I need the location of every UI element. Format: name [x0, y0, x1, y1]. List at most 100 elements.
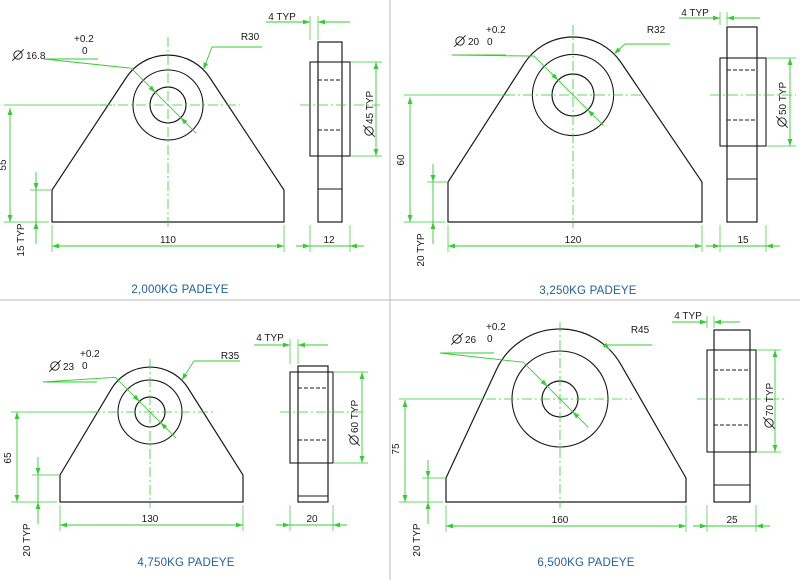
thickness-arrow-right — [350, 243, 357, 249]
padeye-caption: 2,000KG PADEYE — [131, 284, 228, 296]
hole-label-leader — [439, 352, 524, 363]
width-arrow-left — [446, 523, 453, 529]
cheek-diameter-symbol-slash — [362, 124, 376, 138]
thickness-value: 15 — [737, 235, 749, 246]
thickness-arrow-left — [303, 243, 310, 249]
hole-arrow-2 — [587, 109, 595, 117]
base-arrow-top — [430, 175, 436, 182]
cheek-diameter-symbol — [764, 418, 774, 428]
cheek-value: 4 TYP — [268, 12, 296, 23]
cheek-dia-arrow-bottom — [373, 149, 379, 156]
padeye-plate-outline — [59, 366, 244, 503]
cheek-arrow-right — [714, 319, 721, 325]
thickness-arrow-left — [283, 522, 290, 528]
base-value: 15 TYP — [16, 223, 27, 256]
padeye-plate-outline — [51, 54, 285, 223]
cheek-dia-label: 70 TYP — [762, 383, 776, 430]
padeye-plate-outline — [447, 36, 703, 223]
height-value: 55 — [0, 159, 9, 171]
thickness-arrow-right — [333, 522, 340, 528]
hole-tol-lower: 0 — [487, 37, 493, 48]
hole-tol-lower: 0 — [82, 361, 88, 372]
cheek-dia-value: 45 TYP — [365, 91, 376, 124]
base-arrow-bottom — [430, 222, 436, 229]
side-cheek-outline — [289, 371, 334, 464]
height-arrow-bottom — [7, 215, 13, 222]
hole-arrow-1 — [132, 394, 140, 402]
side-cheek-outline — [706, 349, 757, 453]
side-plate-outline — [726, 26, 758, 223]
hole-tol-upper: +0.2 — [486, 25, 506, 36]
width-arrow-right — [236, 522, 243, 528]
thickness-arrow-left — [713, 243, 720, 249]
hole-diameter-value: 26 — [465, 335, 477, 346]
side-plate-outline — [713, 329, 751, 503]
base-arrow-bottom — [33, 222, 39, 229]
width-arrow-left — [52, 243, 59, 249]
radius-arrow — [181, 372, 188, 381]
hole-tol-lower: 0 — [82, 46, 88, 57]
base-value: 20 TYP — [416, 233, 427, 266]
cheek-arrow-right — [727, 15, 734, 21]
width-value: 160 — [552, 515, 569, 526]
cheek-dia-value: 60 TYP — [350, 400, 361, 433]
height-arrow-top — [407, 97, 413, 104]
side-cheek-outline — [719, 57, 767, 147]
hole-diameter-symbol — [455, 36, 465, 46]
hole-diameter-symbol — [452, 334, 462, 344]
hole-arrow-1 — [551, 73, 559, 81]
cheek-dia-label: 45 TYP — [362, 91, 376, 138]
padeye-caption: 3,250KG PADEYE — [539, 285, 636, 297]
cheek-arrow-right — [298, 342, 305, 348]
hole-tol-lower: 0 — [487, 334, 493, 345]
thickness-value: 20 — [306, 514, 318, 525]
width-value: 110 — [160, 235, 176, 246]
height-arrow-bottom — [14, 495, 20, 502]
width-value: 130 — [142, 514, 159, 525]
width-arrow-right — [679, 523, 686, 529]
cheek-dia-value: 50 TYP — [778, 82, 789, 115]
radius-arrow — [602, 342, 610, 350]
side-cheek-outline — [309, 61, 351, 157]
hole-arrow-1 — [148, 85, 156, 93]
cheek-value: 4 TYP — [674, 311, 702, 322]
height-value: 65 — [3, 452, 14, 464]
width-value: 120 — [565, 235, 582, 246]
cheek-diameter-symbol-slash — [775, 115, 789, 129]
cheek-dia-arrow-bottom — [359, 456, 365, 463]
radius-value: R45 — [631, 325, 650, 336]
height-value: 75 — [391, 443, 402, 455]
height-arrow-top — [14, 412, 20, 419]
cheek-diameter-symbol — [349, 435, 359, 445]
thickness-arrow-right — [766, 243, 773, 249]
hole-diameter-value: 23 — [63, 362, 75, 373]
hole-tol-upper: +0.2 — [486, 322, 506, 333]
cheek-arrow-left — [303, 19, 310, 25]
hole-arrow-2 — [160, 422, 168, 430]
cheek-arrow-left — [700, 319, 707, 325]
hole-diameter-symbol-slash — [48, 359, 62, 373]
hole-diameter-symbol-slash — [11, 48, 25, 62]
base-value: 20 TYP — [412, 523, 423, 556]
cheek-value: 4 TYP — [256, 333, 284, 344]
radius-value: R30 — [241, 32, 260, 43]
thickness-value: 12 — [323, 235, 335, 246]
cheek-dia-label: 50 TYP — [775, 82, 789, 129]
thickness-arrow-right — [756, 523, 763, 529]
height-arrow-top — [402, 400, 408, 407]
cheek-dia-arrow-top — [373, 62, 379, 69]
cheek-dia-label: 60 TYP — [347, 400, 361, 447]
cheek-diameter-symbol — [364, 126, 374, 136]
cheek-dia-arrow-top — [772, 350, 778, 357]
side-plate-outline — [317, 41, 343, 223]
padeye-plate-outline — [445, 328, 687, 503]
hole-diameter-symbol-slash — [450, 332, 464, 346]
base-arrow-bottom — [425, 502, 431, 509]
hole-arrow-2 — [180, 117, 188, 125]
side-plate-outline — [297, 365, 329, 503]
height-arrow-bottom — [402, 495, 408, 502]
radius-value: R32 — [647, 25, 666, 36]
